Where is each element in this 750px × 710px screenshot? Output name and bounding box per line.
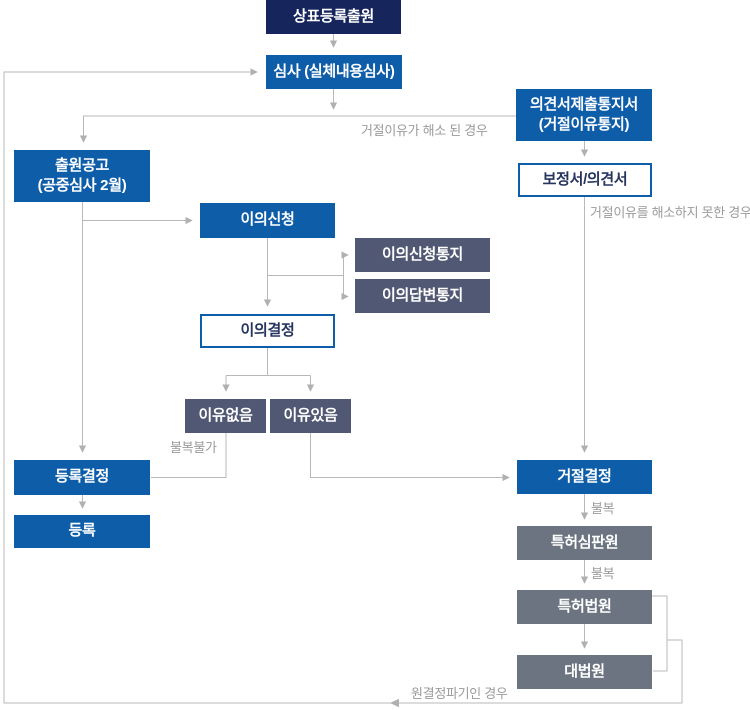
node-opinion-notice-label: 의견서제출통지서	[529, 95, 638, 113]
node-patent-tribunal: 특허심판원	[517, 526, 652, 560]
edge-label-appeal-2: 불복	[591, 566, 615, 581]
node-opposition-decision-label: 이의결정	[240, 321, 295, 339]
node-patent-tribunal-label: 특허심판원	[550, 533, 619, 551]
node-registration: 등록	[14, 515, 150, 548]
node-amendment: 보정서/의견서	[518, 163, 652, 197]
node-opposition-label: 이의신청	[240, 211, 295, 229]
node-filing: 상표등록출원	[266, 0, 401, 34]
node-registration-decision-label: 등록결정	[54, 468, 109, 486]
node-opposition-notice: 이의신청통지	[355, 238, 490, 272]
node-supreme-court: 대법원	[517, 655, 652, 689]
node-rejection-decision: 거절결정	[517, 460, 652, 494]
node-opinion-notice-label2: (거절이유통지)	[538, 116, 630, 133]
node-registration-label: 등록	[68, 522, 96, 540]
node-publication: 출원공고 (공중심사 2월)	[14, 150, 150, 202]
node-opinion-notice: 의견서제출통지서 (거절이유통지)	[516, 89, 652, 141]
node-examination: 심사 (실체내용심사)	[266, 55, 402, 89]
edge-label-overturned: 원결정파기인 경우	[411, 686, 508, 701]
edge-grounds-rejection-decision	[310, 433, 510, 482]
edge-label-not-resolved: 거절이유를 해소하지 못한 경우	[590, 205, 750, 220]
node-registration-decision: 등록결정	[14, 460, 150, 495]
overturned-mid-arrowhead	[390, 698, 399, 708]
node-opposition-reply-label: 이의답변통지	[381, 286, 463, 304]
node-opposition-reply: 이의답변통지	[355, 279, 490, 313]
edge-label-no-appeal: 불복불가	[170, 440, 217, 455]
edge-label-resolved: 거절이유가 해소 된 경우	[361, 123, 488, 138]
node-filing-label: 상표등록출원	[292, 7, 374, 25]
node-patent-court: 특허법원	[517, 590, 652, 624]
node-no-grounds: 이유없음	[185, 399, 266, 433]
edge-court-right-loop	[652, 595, 668, 672]
node-opposition-notice-label: 이의신청통지	[381, 245, 463, 263]
node-no-grounds-label: 이유없음	[198, 406, 253, 424]
node-grounds-label: 이유있음	[283, 406, 338, 424]
node-grounds: 이유있음	[270, 399, 351, 433]
node-supreme-court-label: 대법원	[564, 662, 605, 680]
node-rejection-decision-label: 거절결정	[557, 467, 612, 485]
edge-decision-split-trunk	[226, 348, 311, 376]
edge-opposition-notices-trunk	[267, 255, 344, 297]
node-publication-label: 출원공고	[54, 156, 109, 174]
node-examination-label: 심사 (실체내용심사)	[273, 62, 395, 80]
node-amendment-label: 보정서/의견서	[542, 170, 628, 188]
node-opposition: 이의신청	[200, 203, 335, 238]
node-publication-label2: (공중심사 2월)	[37, 177, 127, 194]
node-opposition-decision: 이의결정	[200, 314, 335, 348]
node-patent-court-label: 특허법원	[557, 597, 612, 615]
edge-label-appeal-1: 불복	[591, 501, 615, 516]
